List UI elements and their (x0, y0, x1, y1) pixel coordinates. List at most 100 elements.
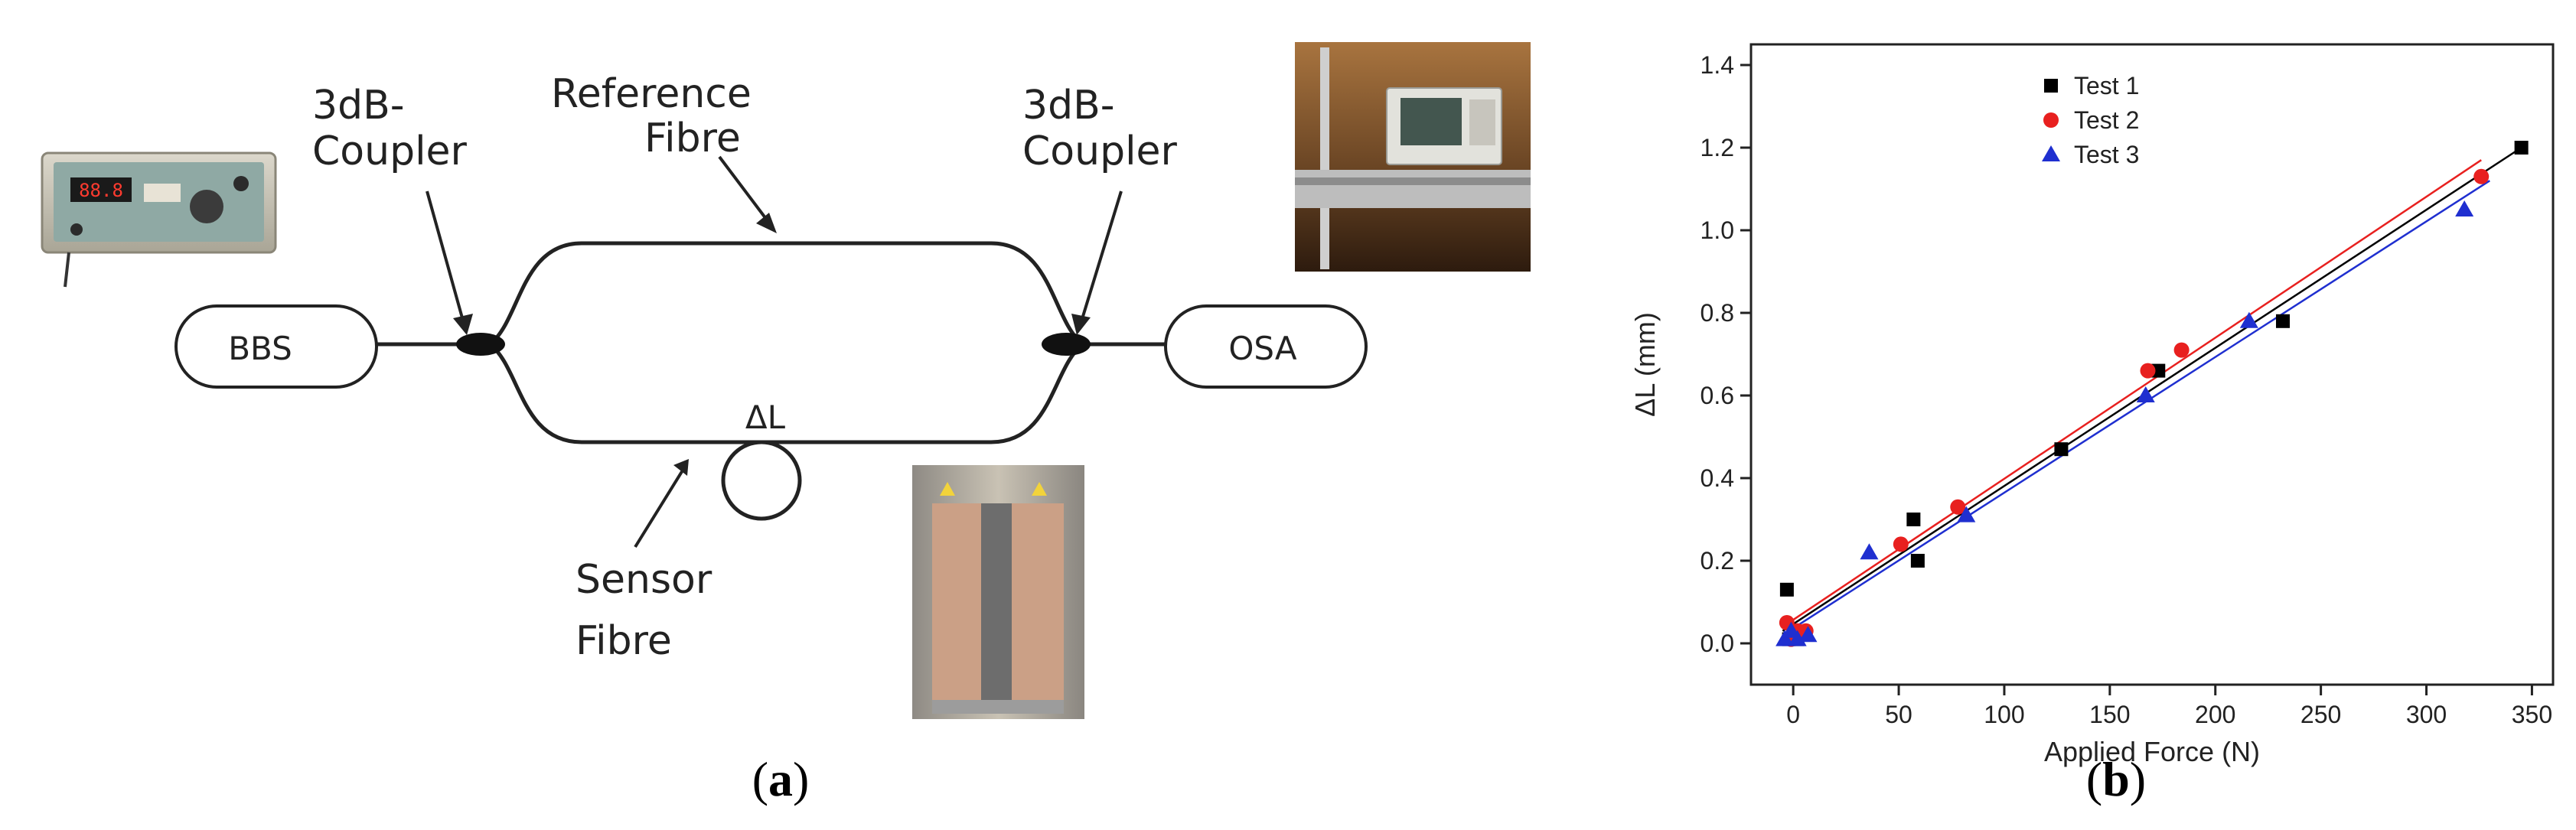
rack-shelf (1295, 170, 1531, 208)
sensor-fibre-label-line1: Sensor (576, 557, 712, 603)
osa-keypad (1469, 99, 1495, 145)
fit-line-test-1 (1782, 146, 2522, 632)
fit-lines (1782, 146, 2522, 636)
legend-label-test-2: Test 2 (2074, 106, 2139, 134)
bbs-box (174, 304, 378, 389)
rack-shelf-edge (1295, 177, 1531, 185)
left-coupler-label-line2: Coupler (312, 129, 468, 174)
device-port (233, 176, 249, 191)
sensor-fibre-arm (488, 343, 1084, 444)
bbs-label: BBS (228, 330, 292, 367)
x-tick-label: 100 (1984, 701, 2024, 728)
data-point-test-3 (1860, 543, 1879, 560)
y-tick-label: 0.6 (1700, 382, 1734, 409)
data-point-test-3 (2239, 311, 2258, 328)
x-tick-label: 0 (1786, 701, 1800, 728)
device-label (144, 184, 181, 202)
data-point-test-2 (2473, 168, 2490, 184)
interferometer-diagram: 88.8 BBS OSA (41, 42, 1531, 806)
arrow-sensor-fibre (634, 465, 686, 548)
legend-marker-test-2 (2043, 112, 2059, 128)
data-point-test-3 (2455, 200, 2474, 216)
legend-label-test-1: Test 1 (2074, 72, 2139, 99)
fit-line-test-3 (1782, 180, 2490, 636)
cabinet-sensor-column (981, 503, 1012, 704)
caption-b: (b) (2086, 752, 2146, 806)
y-tick-label: 0.2 (1700, 547, 1734, 574)
x-tick-label: 250 (2300, 701, 2341, 728)
x-tick-label: 200 (2195, 701, 2235, 728)
plot-frame (1749, 43, 2555, 686)
legend-marker-test-1 (2044, 79, 2058, 93)
osa-label: OSA (1228, 330, 1296, 367)
y-tick-label: 1.2 (1700, 134, 1734, 161)
data-point-test-2 (2140, 363, 2156, 379)
data-point-test-2 (2173, 342, 2190, 358)
reference-fibre-label-line2: Fibre (644, 116, 741, 161)
data-point-test-2 (1893, 536, 1909, 552)
data-point-test-1 (1910, 554, 1925, 568)
y-tick-label: 0.4 (1700, 464, 1734, 492)
arrow-head-icon (1071, 314, 1091, 335)
x-tick-label: 150 (2089, 701, 2130, 728)
x-tick-label: 350 (2512, 701, 2552, 728)
data-point-test-1 (1906, 513, 1921, 526)
data-point-test-1 (1779, 582, 1794, 597)
legend: Test 1 Test 2 Test 3 (2042, 72, 2139, 168)
arrow-right-coupler (1078, 190, 1123, 330)
data-points (1775, 141, 2529, 647)
right-coupler-label-line1: 3dB- (1022, 83, 1115, 129)
data-point-test-1 (2514, 141, 2529, 155)
device-switch (70, 223, 83, 236)
osa-box (1164, 304, 1368, 389)
y-tick-label: 0.0 (1700, 630, 1734, 657)
right-coupler-label-line2: Coupler (1022, 129, 1178, 174)
light-source-photo: 88.8 (41, 151, 277, 288)
sensor-fibre-label-line2: Fibre (576, 618, 672, 664)
cabinet-photo (912, 465, 1084, 719)
arrow-reference-fibre (718, 155, 774, 229)
data-point-test-3 (2136, 386, 2155, 402)
y-tick-label: 1.0 (1700, 216, 1734, 244)
data-point-test-1 (2054, 442, 2069, 457)
warning-sign-icon (1032, 482, 1047, 496)
delta-l-label: ΔL (745, 399, 786, 436)
x-tick-label: 50 (1885, 701, 1912, 728)
data-point-test-3 (1788, 630, 1807, 646)
data-point-test-1 (2275, 314, 2290, 328)
data-point-test-2 (1950, 499, 1966, 515)
device-cable (64, 252, 70, 288)
left-coupler (456, 333, 505, 356)
device-display-digits: 88.8 (79, 180, 123, 201)
y-tick-label: 0.8 (1700, 299, 1734, 327)
arrow-head-icon (673, 459, 689, 476)
x-axis-label: Applied Force (N) (2044, 736, 2260, 767)
legend-label-test-3: Test 3 (2074, 141, 2139, 168)
pointer-arrows (426, 155, 1123, 548)
osa-screen (1400, 98, 1462, 145)
data-point-test-3 (1775, 630, 1795, 646)
sensor-fibre-loop (721, 440, 802, 521)
caption-a: (a) (752, 752, 810, 806)
y-axis-label: ΔL (mm) (1629, 312, 1661, 417)
fit-line-test-2 (1782, 159, 2482, 628)
x-tick-label: 300 (2406, 701, 2447, 728)
y-tick-label: 1.4 (1700, 51, 1734, 79)
axis-ticks: 0 50 100 150 200 250 300 350 0.0 0.2 0.4 0.6 0.8 1.0 1… (1700, 51, 2553, 728)
data-point-test-3 (1957, 506, 1976, 522)
reference-fibre-label-line1: Reference (551, 71, 752, 117)
data-point-test-3 (1798, 626, 1818, 643)
data-point-test-1 (2151, 363, 2166, 378)
arrow-left-coupler (426, 190, 467, 330)
arrow-head-icon (453, 314, 473, 335)
device-knob (190, 190, 223, 223)
legend-marker-test-3 (2042, 145, 2060, 161)
reference-fibre-arm (488, 241, 1084, 346)
osa-photo (1295, 42, 1531, 272)
left-coupler-label-line1: 3dB- (312, 83, 405, 129)
right-coupler (1042, 333, 1091, 356)
rack-post (1320, 47, 1329, 269)
warning-sign-icon (940, 482, 955, 496)
arrow-heads (453, 213, 1091, 476)
